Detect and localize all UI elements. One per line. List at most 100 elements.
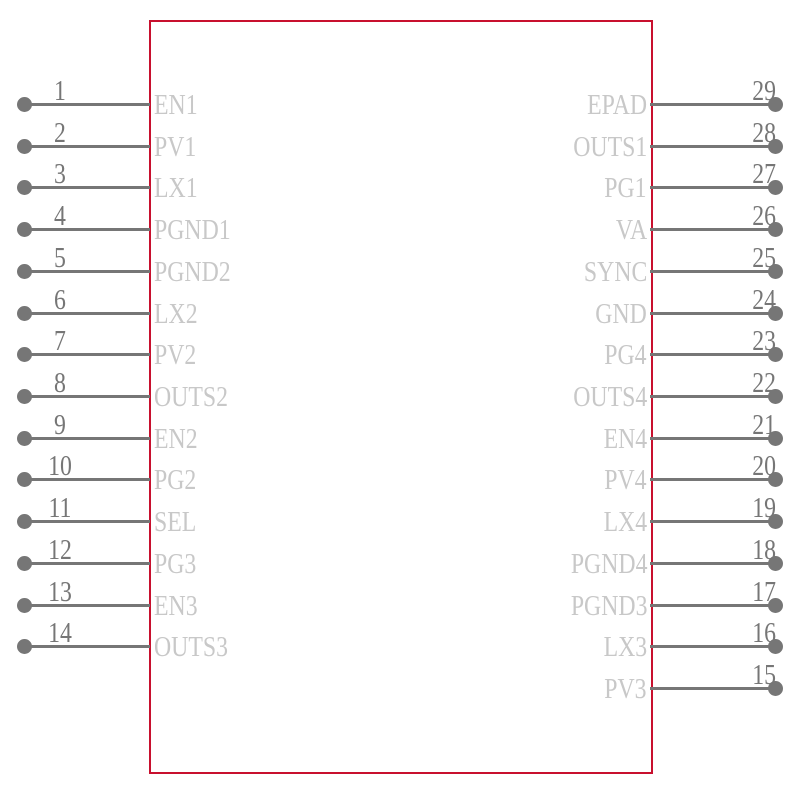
pin-name: OUTS1 — [573, 131, 647, 163]
pin-number: 23 — [752, 325, 776, 357]
pin-line — [24, 228, 150, 231]
pin-endpoint[interactable] — [768, 639, 783, 654]
pin-27[interactable]: 27 PG1 — [400, 160, 800, 208]
pin-endpoint[interactable] — [768, 389, 783, 404]
pin-8[interactable]: 8 OUTS2 — [0, 369, 400, 417]
pin-endpoint[interactable] — [768, 598, 783, 613]
pin-number: 12 — [48, 534, 72, 566]
pin-endpoint[interactable] — [768, 514, 783, 529]
pin-line — [650, 353, 776, 356]
pin-endpoint[interactable] — [768, 681, 783, 696]
pin-endpoint[interactable] — [768, 180, 783, 195]
pin-name: PV3 — [604, 673, 647, 705]
pin-name: EPAD — [587, 89, 647, 121]
pin-name: OUTS2 — [154, 381, 228, 413]
pin-line — [24, 645, 150, 648]
pin-number: 21 — [752, 409, 776, 441]
pin-21[interactable]: 21 EN4 — [400, 411, 800, 459]
pin-15[interactable]: 15 PV3 — [400, 661, 800, 709]
pin-line — [650, 145, 776, 148]
pin-endpoint[interactable] — [17, 222, 32, 237]
pin-endpoint[interactable] — [17, 97, 32, 112]
pin-endpoint[interactable] — [768, 306, 783, 321]
pin-endpoint[interactable] — [17, 472, 32, 487]
pin-line — [24, 520, 150, 523]
pin-number: 27 — [752, 158, 776, 190]
pin-endpoint[interactable] — [768, 556, 783, 571]
pin-number: 5 — [54, 242, 66, 274]
pin-endpoint[interactable] — [17, 306, 32, 321]
pin-number: 6 — [54, 284, 66, 316]
pin-number: 28 — [752, 117, 776, 149]
pin-endpoint[interactable] — [17, 139, 32, 154]
pin-line — [650, 228, 776, 231]
pin-name: PGND2 — [154, 256, 231, 288]
pin-name: VA — [615, 214, 647, 246]
pin-line — [650, 395, 776, 398]
pin-3[interactable]: 3 LX1 — [0, 160, 400, 208]
pin-name: LX1 — [154, 172, 198, 204]
pin-line — [24, 312, 150, 315]
pin-endpoint[interactable] — [768, 347, 783, 362]
pin-line — [650, 437, 776, 440]
pin-number: 11 — [48, 492, 72, 524]
pin-line — [24, 353, 150, 356]
pin-number: 8 — [54, 367, 66, 399]
pin-name: LX4 — [603, 506, 647, 538]
pin-endpoint[interactable] — [17, 639, 32, 654]
pin-endpoint[interactable] — [768, 431, 783, 446]
pin-number: 9 — [54, 409, 66, 441]
pin-line — [24, 103, 150, 106]
pin-endpoint[interactable] — [768, 222, 783, 237]
pin-28[interactable]: 28 OUTS1 — [400, 119, 800, 167]
pin-endpoint[interactable] — [768, 472, 783, 487]
pin-name: PG4 — [604, 339, 647, 371]
pin-name: OUTS4 — [573, 381, 647, 413]
pin-endpoint[interactable] — [17, 347, 32, 362]
pin-number: 3 — [54, 158, 66, 190]
pin-endpoint[interactable] — [17, 556, 32, 571]
pin-endpoint[interactable] — [17, 180, 32, 195]
pin-endpoint[interactable] — [17, 389, 32, 404]
pin-name: EN4 — [603, 423, 647, 455]
pin-endpoint[interactable] — [17, 431, 32, 446]
pin-endpoint[interactable] — [768, 97, 783, 112]
pin-number: 22 — [752, 367, 776, 399]
pin-name: PG1 — [604, 172, 647, 204]
pin-line — [24, 395, 150, 398]
pin-endpoint[interactable] — [768, 139, 783, 154]
pin-number: 2 — [54, 117, 66, 149]
pin-22[interactable]: 22 OUTS4 — [400, 369, 800, 417]
pin-number: 15 — [752, 659, 776, 691]
pin-23[interactable]: 23 PG4 — [400, 327, 800, 375]
pin-line — [650, 562, 776, 565]
pin-endpoint[interactable] — [17, 264, 32, 279]
pin-5[interactable]: 5 PGND2 — [0, 244, 400, 292]
pin-endpoint[interactable] — [768, 264, 783, 279]
pin-number: 18 — [752, 534, 776, 566]
pin-endpoint[interactable] — [17, 514, 32, 529]
pin-endpoint[interactable] — [17, 598, 32, 613]
pin-line — [650, 270, 776, 273]
pin-name: PGND3 — [570, 590, 647, 622]
